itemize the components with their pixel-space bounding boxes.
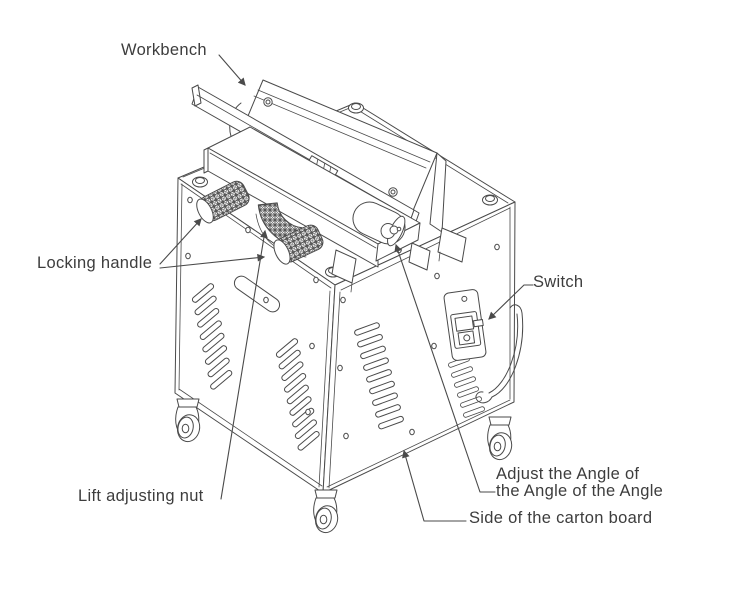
grip-slot: [233, 275, 281, 313]
angle-pivot-nut: [389, 225, 399, 235]
leader-locking-handle-upper: [159, 218, 202, 265]
power-switch: [443, 289, 487, 361]
corner-boss: [192, 176, 208, 188]
label-workbench: Workbench: [121, 41, 207, 59]
leader-workbench: [218, 54, 246, 86]
leader-lift-adjusting-nut: [220, 229, 268, 500]
corner-boss: [348, 102, 364, 114]
label-side-of-carton-board: Side of the carton board: [469, 509, 653, 527]
label-lift-adjusting-nut: Lift adjusting nut: [78, 487, 204, 505]
label-adjust-angle: Adjust the Angle of the Angle of the Ang…: [496, 466, 663, 500]
support-blocks: [331, 227, 467, 293]
caster-wheel: [486, 416, 515, 463]
locking-handle-upper: [196, 180, 250, 224]
label-adjust-angle-line1: Adjust the Angle of: [496, 465, 640, 483]
caster-wheel: [312, 489, 341, 536]
leader-locking-handle-lower: [159, 253, 266, 269]
leader-side-carton: [402, 449, 467, 522]
switch-lever: [472, 319, 484, 328]
switch-rocker: [454, 315, 475, 332]
locking-handle-lower: [273, 224, 324, 265]
corner-boss: [482, 194, 498, 206]
planer-head-assembly: [191, 79, 467, 293]
label-locking-handle: Locking handle: [37, 254, 153, 272]
power-cable: [475, 304, 524, 404]
leader-switch: [488, 284, 534, 320]
leader-lines: [159, 54, 534, 522]
roller-drum: [352, 201, 406, 247]
leader-adjust-angle: [394, 243, 496, 493]
label-adjust-angle-line2: the Angle of the Angle: [496, 482, 664, 500]
label-switch: Switch: [533, 273, 584, 291]
